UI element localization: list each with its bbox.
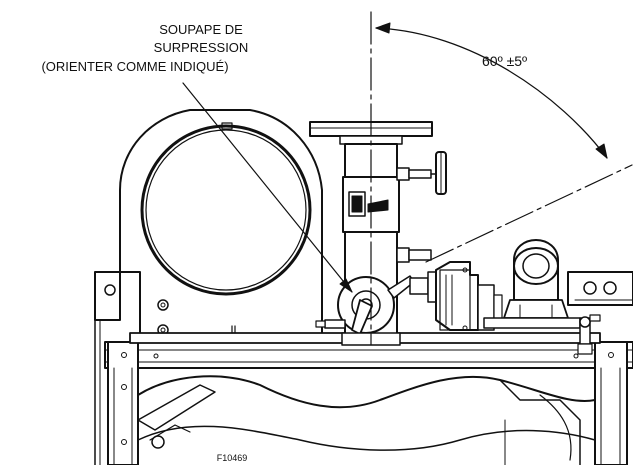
figure-id: F10469 bbox=[217, 453, 248, 463]
angle-label: 60º ±5º bbox=[482, 53, 527, 69]
angle-reference-line bbox=[425, 164, 633, 263]
relief-valve-callout: SOUPAPE DE SURPRESSION (ORIENTER COMME I… bbox=[41, 22, 248, 74]
callout-leader bbox=[182, 82, 353, 293]
ring-housing bbox=[119, 109, 323, 336]
callout-line-3: (ORIENTER COMME INDIQUÉ) bbox=[41, 59, 228, 74]
break-section bbox=[137, 375, 596, 465]
base-frame bbox=[94, 271, 633, 465]
valve-column bbox=[309, 121, 447, 346]
callout-line-1: SOUPAPE DE bbox=[159, 22, 243, 37]
right-bracket bbox=[567, 271, 633, 355]
pipe-elbow bbox=[483, 239, 581, 329]
callout-line-2: SURPRESSION bbox=[154, 40, 249, 55]
angle-dimension-arc bbox=[375, 22, 608, 159]
